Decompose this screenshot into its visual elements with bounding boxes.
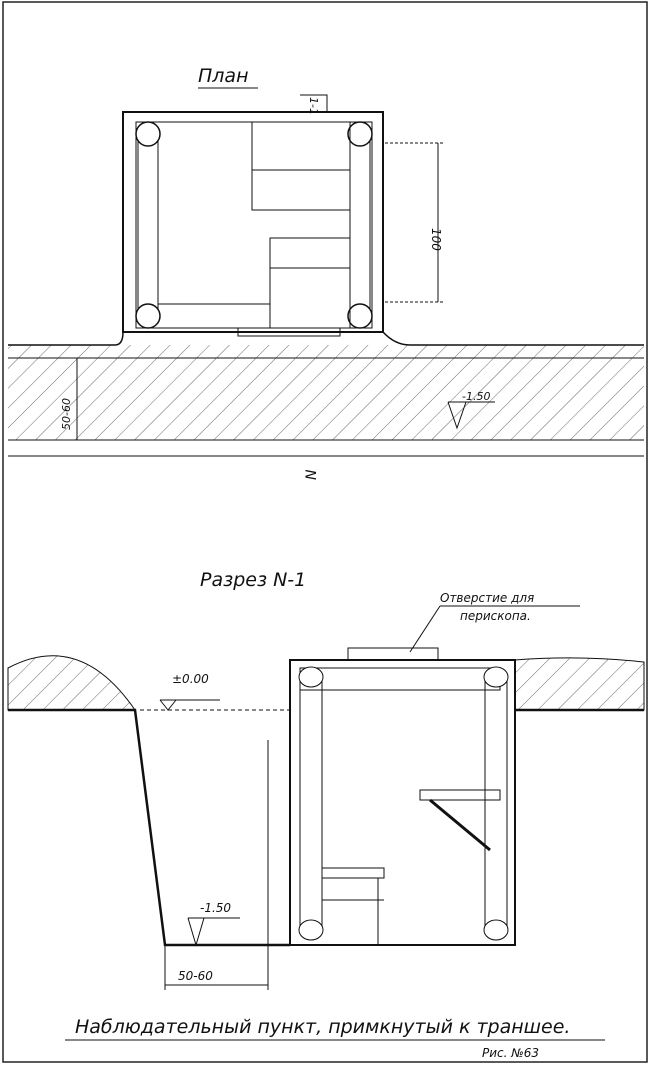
svg-text:50-60: 50-60 <box>60 398 73 430</box>
section-mark: 1-1 <box>307 97 320 115</box>
plan-title: План <box>198 65 249 87</box>
dim-width: 50-60 <box>178 969 213 983</box>
svg-text:N: N <box>304 469 320 480</box>
ground <box>7 655 645 947</box>
caption: Наблюдательный пункт, примкнутый к транш… <box>75 1016 570 1038</box>
section-title: Разрез N-1 <box>200 569 306 591</box>
svg-text:1-1: 1-1 <box>307 97 320 115</box>
north-mark: N <box>304 469 320 480</box>
level-bottom: -1.50 <box>200 901 231 915</box>
periscope-note: Отверстие для <box>440 591 534 605</box>
periscope-note-2: перископа. <box>460 609 531 623</box>
plan-trench: 50-60 -1.50 <box>8 331 644 457</box>
dim-100: 100 <box>385 142 445 303</box>
svg-text:-1.50: -1.50 <box>462 390 490 403</box>
plan-shelter <box>122 111 384 337</box>
figure-number: Рис. №63 <box>482 1046 539 1060</box>
section-shelter <box>289 647 516 946</box>
svg-text:100: 100 <box>429 228 443 251</box>
level-top: ±0.00 <box>172 672 209 686</box>
